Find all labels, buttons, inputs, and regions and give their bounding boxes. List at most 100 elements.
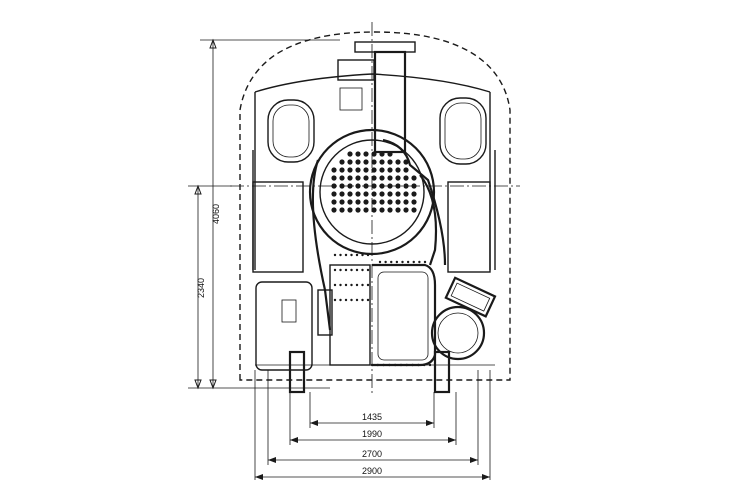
rivet — [366, 268, 370, 272]
rivet — [390, 260, 393, 264]
cab-window-left-inner — [272, 104, 310, 158]
lamp-bracket — [281, 299, 297, 323]
boiler-tube — [347, 159, 353, 165]
boiler-tube — [395, 175, 401, 181]
frame-inner — [377, 271, 429, 361]
boiler-tube — [363, 191, 369, 197]
boiler-tube — [411, 183, 417, 189]
boiler-tube — [347, 167, 353, 173]
rivet — [384, 260, 387, 264]
rivet — [412, 260, 415, 264]
boiler-tube — [379, 175, 385, 181]
boiler-tube — [347, 175, 353, 181]
rivet — [333, 253, 337, 257]
rivet — [406, 260, 410, 264]
boiler-tube — [395, 207, 401, 213]
boiler-tube — [371, 167, 377, 173]
rivet — [350, 298, 353, 302]
rivet — [355, 253, 359, 257]
firebox-left-wall — [311, 159, 332, 331]
boiler-tube — [403, 199, 409, 205]
firebox-lower — [372, 263, 437, 367]
cab-window-right — [439, 97, 487, 165]
rivet — [366, 298, 370, 302]
cylinder — [430, 305, 486, 361]
boiler-tube — [347, 183, 353, 189]
boiler-tube — [395, 191, 401, 197]
rivet — [333, 283, 337, 287]
dim-width-1: 1990 — [362, 429, 382, 439]
boiler-tube — [379, 159, 385, 165]
boiler-tube — [395, 199, 401, 205]
boiler-tube — [403, 159, 409, 165]
boiler-tube — [363, 183, 369, 189]
boiler-tube — [387, 167, 393, 173]
boiler-tube — [355, 159, 361, 165]
loading-gauge-outline — [239, 31, 511, 381]
boiler-shell — [308, 128, 436, 256]
boiler-tube — [347, 151, 353, 157]
dome — [337, 59, 375, 81]
firebox-right-wall — [419, 174, 438, 266]
dim-gauge: 1435 — [362, 412, 382, 422]
rivet-rows — [333, 253, 432, 367]
boiler-tube — [395, 167, 401, 173]
boiler-tube — [395, 159, 401, 165]
boiler-tube — [331, 175, 337, 181]
rivet — [366, 253, 370, 257]
boiler-tube — [363, 199, 369, 205]
boiler-tube — [363, 207, 369, 213]
rivet — [378, 260, 382, 264]
boiler-tube — [379, 183, 385, 189]
boiler-tube-pattern — [331, 151, 417, 213]
boiler-tube — [411, 207, 417, 213]
boiler-tube — [371, 207, 377, 213]
boiler-tube — [355, 175, 361, 181]
boiler-tube — [363, 167, 369, 173]
boiler-tube — [371, 159, 377, 165]
boiler-tube — [339, 159, 345, 165]
dim-height-center: 2340 — [196, 278, 206, 298]
boiler-tube — [379, 151, 385, 157]
boiler-tube — [371, 199, 377, 205]
cylinder-bore — [437, 312, 479, 354]
rivet — [361, 253, 364, 257]
rivet — [339, 268, 342, 272]
wheel-right — [433, 350, 451, 394]
boiler-tube — [371, 183, 377, 189]
boiler-tube — [387, 159, 393, 165]
boiler-tube — [355, 207, 361, 213]
rivet — [344, 268, 348, 272]
boiler-tube — [347, 191, 353, 197]
chimney — [354, 41, 416, 53]
boiler-tube — [331, 183, 337, 189]
rivet — [355, 283, 359, 287]
rivet — [401, 260, 404, 264]
boiler-tube — [371, 175, 377, 181]
boiler-tube — [387, 207, 393, 213]
cab-window-right-inner — [444, 102, 482, 160]
cab-roof — [254, 73, 491, 93]
frame-left — [329, 264, 371, 366]
buffer-beam — [255, 281, 313, 371]
boiler-tube — [403, 183, 409, 189]
rivet — [361, 298, 364, 302]
rivet — [339, 253, 342, 257]
boiler-tube — [355, 199, 361, 205]
rivet — [418, 260, 421, 264]
boiler-tube — [355, 167, 361, 173]
boiler-tube — [387, 151, 393, 157]
rivet — [366, 283, 370, 287]
boiler-tube — [403, 191, 409, 197]
rivet — [395, 260, 399, 264]
rivet — [344, 253, 348, 257]
boiler-tube — [355, 183, 361, 189]
boiler-tube — [347, 207, 353, 213]
boiler-tube — [379, 167, 385, 173]
boiler-tube — [355, 191, 361, 197]
boiler-tube — [339, 183, 345, 189]
rivet — [339, 283, 342, 287]
boiler-tubeplate — [319, 139, 425, 245]
boiler-tube — [403, 207, 409, 213]
boiler-tube — [363, 175, 369, 181]
